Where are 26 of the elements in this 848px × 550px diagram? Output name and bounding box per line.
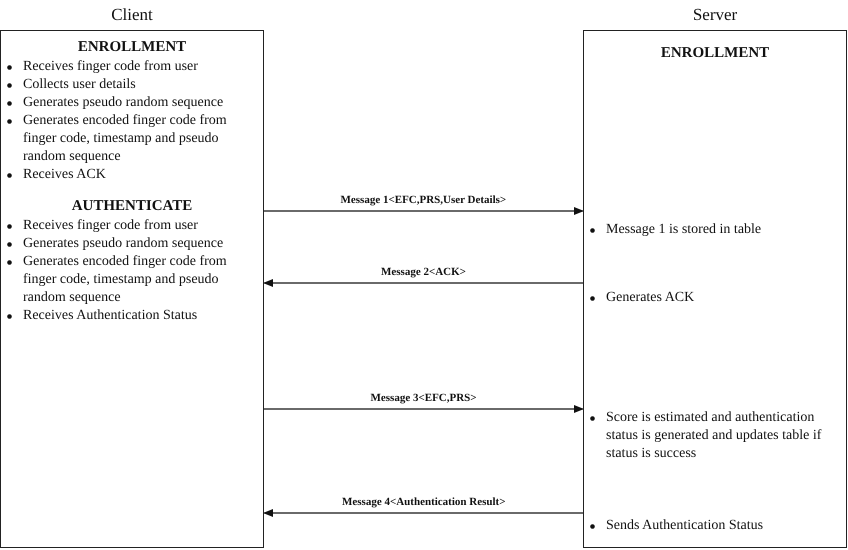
bullet-text: Generates pseudo random sequence bbox=[23, 94, 224, 112]
column-caption: Client bbox=[111, 4, 153, 26]
bullet-text: Score is estimated and authentication status is generated and updates table if status is success bbox=[606, 409, 822, 463]
bullet-text: Message 1 is stored in table bbox=[606, 221, 762, 239]
arrow bbox=[263, 509, 583, 517]
arrow bbox=[263, 279, 583, 287]
column-caption: Server bbox=[692, 4, 738, 26]
arrow bbox=[264, 207, 584, 215]
edge-label: Message 3<EFC,PRS> bbox=[370, 392, 478, 405]
bullet-text: Receives finger code from user bbox=[23, 58, 199, 76]
section-heading: ENROLLMENT bbox=[660, 45, 770, 62]
bullet-text: Receives finger code from user bbox=[23, 217, 199, 235]
edge-label: Message 2<ACK> bbox=[380, 266, 467, 279]
edge-label: Message 1<EFC,PRS,User Details> bbox=[340, 194, 508, 207]
bullet-text: Generates ACK bbox=[606, 289, 696, 307]
edge-label: Message 4<Authentication Result> bbox=[341, 496, 506, 509]
bullet-text: Sends Authentication Status bbox=[606, 517, 764, 535]
arrow bbox=[264, 405, 584, 413]
section-heading: ENROLLMENT bbox=[78, 39, 186, 56]
bullet-text: Receives Authentication Status bbox=[23, 307, 198, 325]
bullet-text: Generates pseudo random sequence bbox=[23, 235, 224, 253]
bullet-text: Receives ACK bbox=[23, 166, 107, 184]
bullet-text: Collects user details bbox=[23, 76, 137, 94]
bullet-text: Generates encoded finger code from finger code, timestamp and pseudo random sequence bbox=[23, 253, 228, 307]
bullet-text: Generates encoded finger code from finger code, timestamp and pseudo random sequence bbox=[23, 112, 228, 166]
section-heading: AUTHENTICATE bbox=[72, 198, 192, 215]
